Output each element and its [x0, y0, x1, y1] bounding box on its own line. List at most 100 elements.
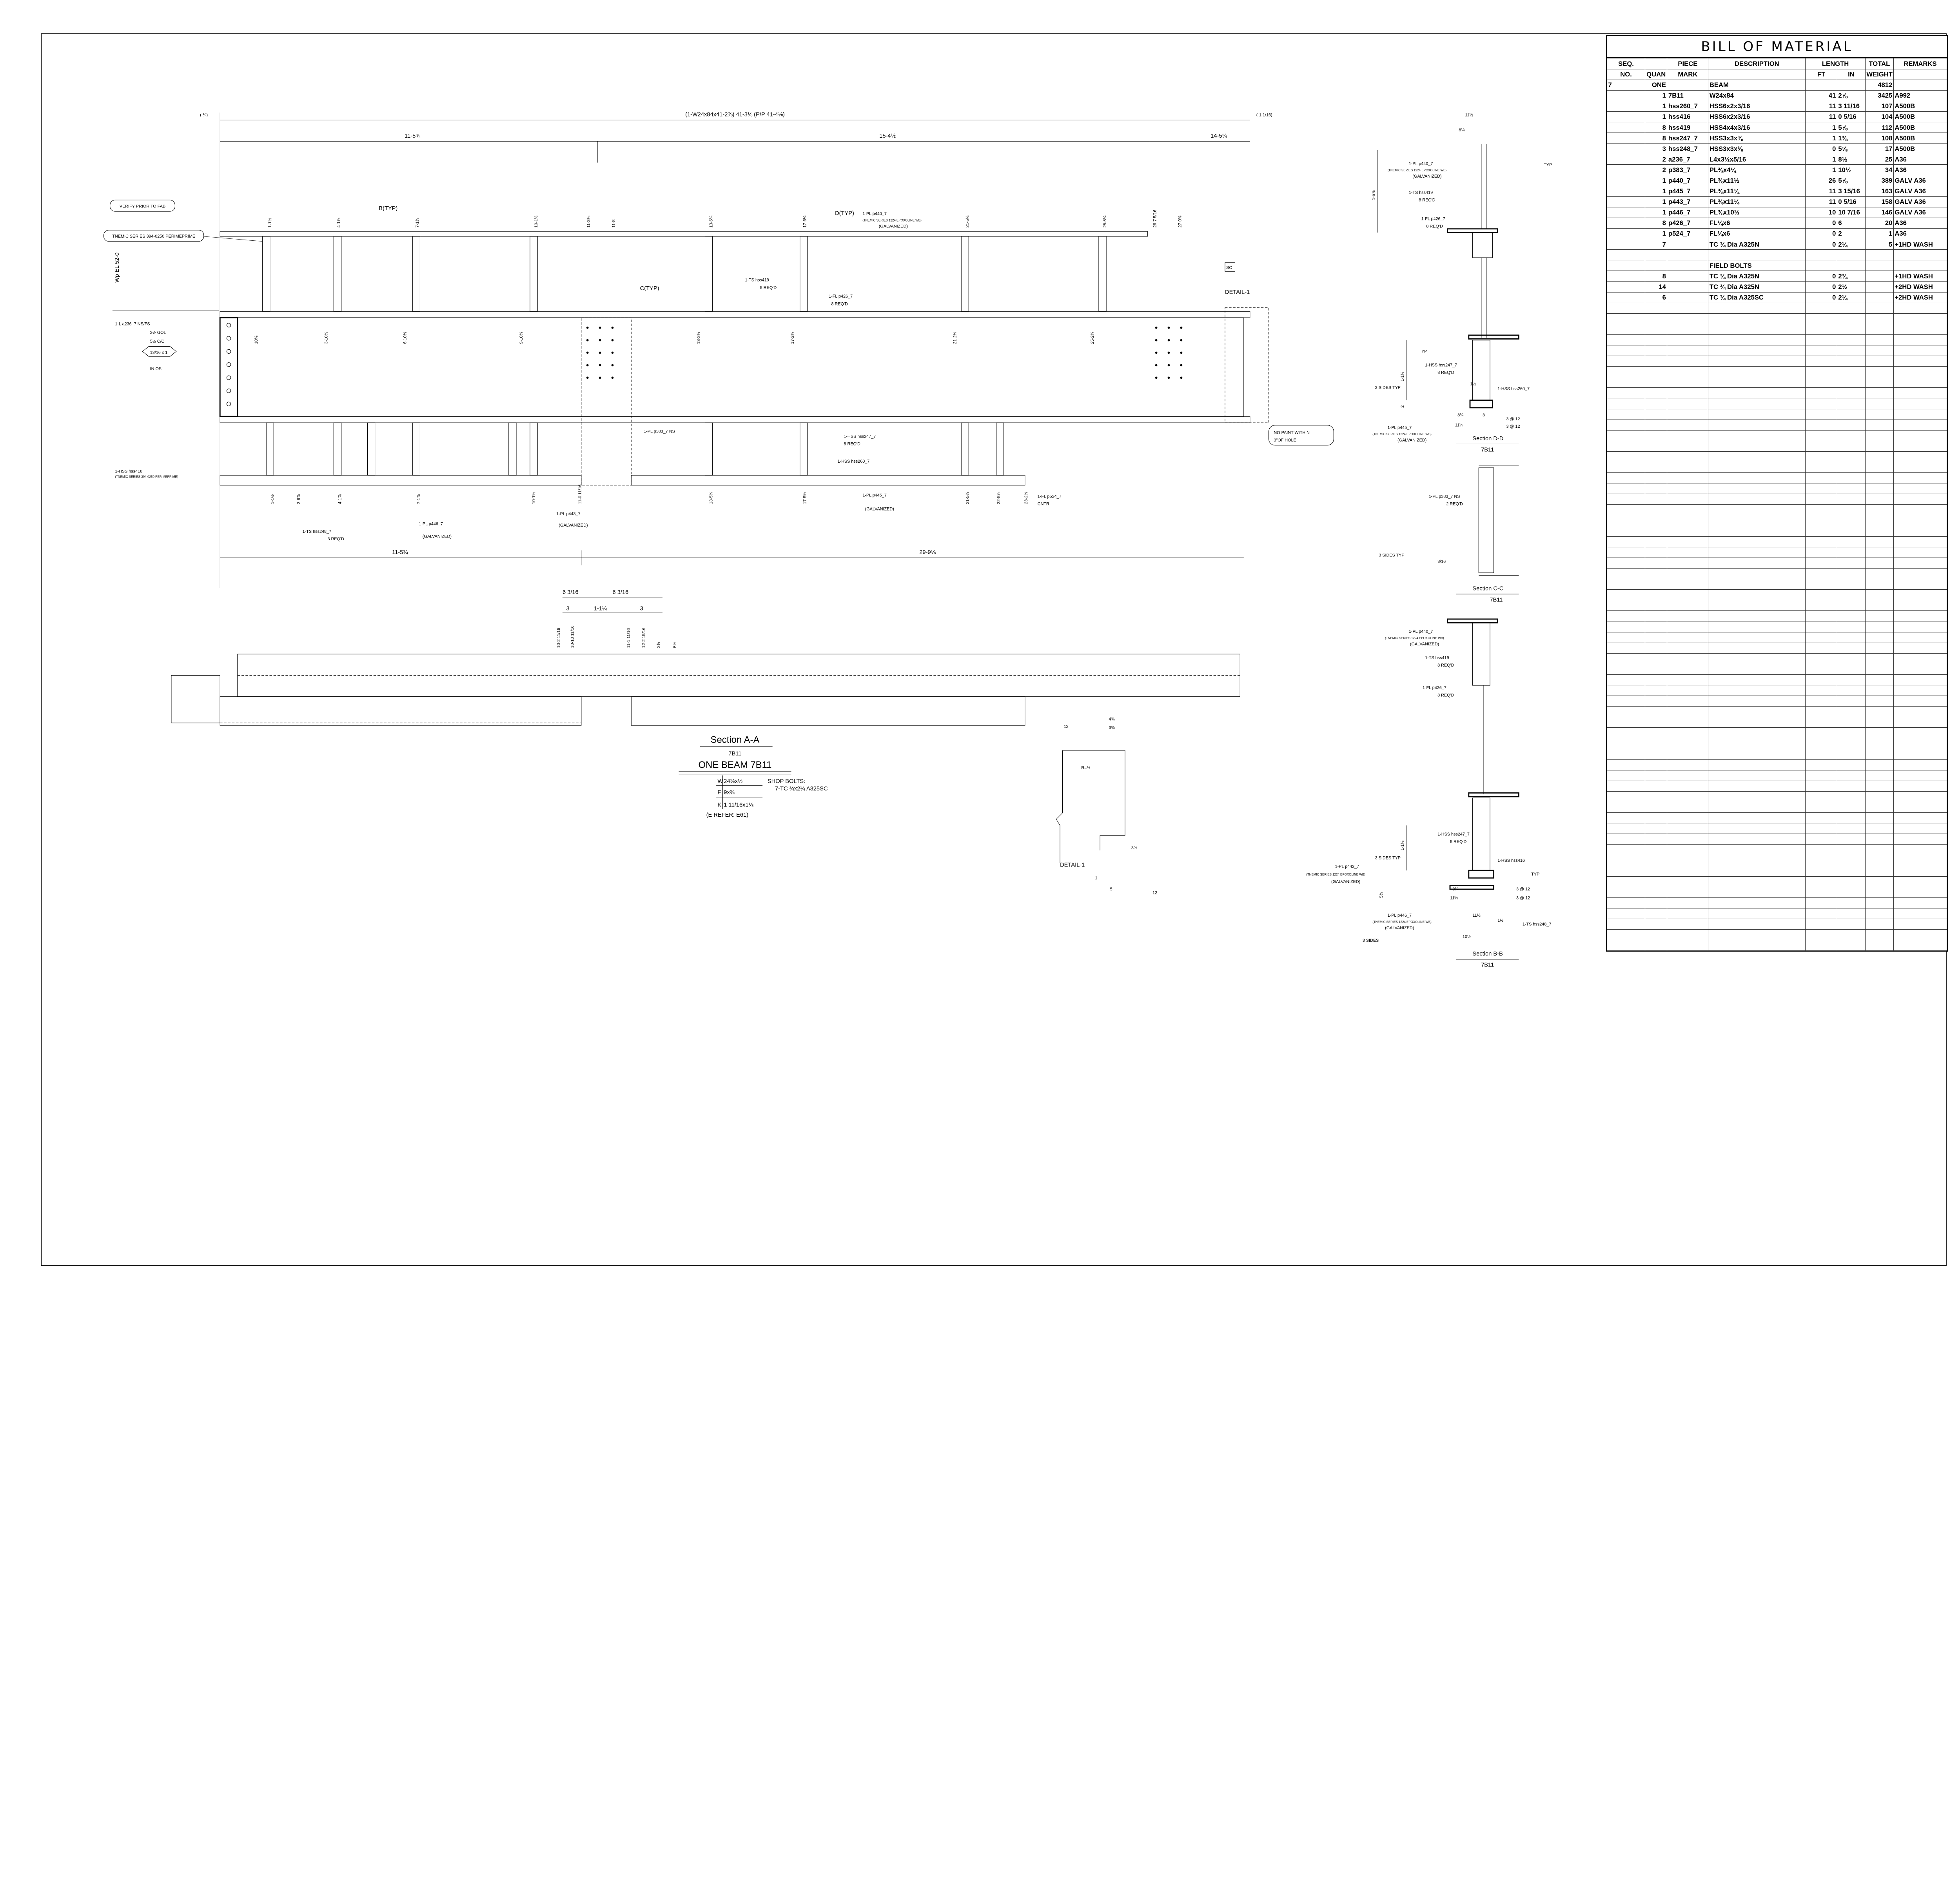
- position-mark: 22-8⅞: [996, 492, 1001, 504]
- pl383-label: 1-PL p383_7 NS: [644, 429, 675, 434]
- bom-cell: [1865, 865, 1894, 877]
- bom-cell: [1708, 557, 1806, 569]
- bom-cell: [1645, 632, 1668, 643]
- bom-cell: [1893, 334, 1947, 345]
- dd-ts419: 1-TS hss419: [1409, 190, 1433, 195]
- bom-cell: TC ¾ Dia A325N: [1708, 271, 1806, 282]
- bom-cell: [1708, 440, 1806, 452]
- dim-a-label: 11-5¾: [405, 133, 421, 139]
- bom-cell: 14: [1645, 281, 1668, 292]
- position-mark: 25-5¼: [1103, 215, 1107, 228]
- bom-cell: [1606, 143, 1646, 154]
- bom-cell: [1893, 504, 1947, 516]
- bom-cell: [1708, 366, 1806, 378]
- position-mark: 21-2¼: [953, 332, 957, 344]
- bom-cell: 11: [1805, 111, 1837, 123]
- bom-cell: [1865, 515, 1894, 526]
- ts419-req: 8 REQ'D: [760, 285, 777, 290]
- bom-cell: [1667, 377, 1709, 388]
- bom-cell: 1: [1645, 196, 1668, 207]
- bom-cell: [1606, 674, 1646, 685]
- bom-cell: [1708, 685, 1806, 696]
- bom-cell: [1837, 356, 1866, 367]
- bom-cell: [1865, 717, 1894, 728]
- position-mark: 17-5¼: [803, 492, 808, 504]
- bom-cell: 2: [1645, 154, 1668, 165]
- bom-cell: [1645, 440, 1668, 452]
- bom-cell: [1865, 919, 1894, 930]
- bolt-hole: [226, 349, 231, 354]
- bom-cell: [1645, 483, 1668, 494]
- bom-cell: 10½: [1837, 164, 1866, 176]
- bom-cell: [1805, 632, 1837, 643]
- bom-cell: [1837, 472, 1866, 484]
- bom-cell: 11: [1805, 100, 1837, 112]
- bom-cell: [1837, 568, 1866, 579]
- bom-cell: [1606, 855, 1646, 866]
- bom-cell: [1645, 780, 1668, 792]
- bom-cell: 1: [1805, 133, 1837, 144]
- bom-cell: [1865, 876, 1894, 887]
- bom-cell: [1606, 748, 1646, 760]
- dim-bottom-b-label: 29-9⅛: [919, 549, 936, 556]
- bom-cell: [1805, 929, 1837, 941]
- bom-cell: 104: [1865, 111, 1894, 123]
- bolt-hole: [1167, 339, 1170, 342]
- bom-cell: [1667, 366, 1709, 378]
- bom-cell: [1805, 801, 1837, 813]
- bom-cell: hss260_7: [1667, 100, 1709, 112]
- left-offset-label: (-¼): [200, 113, 208, 118]
- bom-cell: [1805, 823, 1837, 834]
- bom-cell: [1606, 196, 1646, 207]
- bom-cell: [1667, 759, 1709, 770]
- bb-fl-req: 8 REQ'D: [1437, 693, 1454, 698]
- position-mark: 7-1⅞: [416, 494, 421, 504]
- bom-cell: [1805, 536, 1837, 547]
- bom-cell: [1708, 727, 1806, 739]
- bolt-hole: [586, 376, 589, 379]
- bom-cell: [1708, 908, 1806, 919]
- bom-cell: 11: [1805, 196, 1837, 207]
- bom-cell: [1837, 685, 1866, 696]
- bom-cell: [1667, 780, 1709, 792]
- bom-cell: [1805, 621, 1837, 632]
- bom-cell: 1: [1645, 90, 1668, 101]
- bom-cell: [1865, 472, 1894, 484]
- bolt-hole: [1167, 326, 1170, 329]
- bom-empty-row: [1606, 727, 1947, 739]
- bom-empty-row: [1606, 653, 1947, 664]
- bom-cell: [1667, 536, 1709, 547]
- bom-cell: [1805, 451, 1837, 463]
- bom-cell: [1645, 908, 1668, 919]
- bom-cell: [1606, 175, 1646, 186]
- bom-cell: [1805, 345, 1837, 356]
- bom-cell: [1893, 642, 1947, 654]
- bom-cell: [1805, 642, 1837, 654]
- bom-cell: [1645, 642, 1668, 654]
- bom-cell: [1667, 281, 1709, 292]
- detail-radius: R=½: [1081, 766, 1090, 770]
- bom-cell: 0: [1805, 143, 1837, 154]
- bom-cell: 10: [1805, 207, 1837, 218]
- hss-post: [530, 422, 538, 476]
- bom-cell: [1865, 547, 1894, 558]
- dd-paint: (TNEMIC SERIES 1224 EPOXOLINE WB): [1388, 169, 1447, 172]
- bom-cell: [1837, 929, 1866, 941]
- bom-cell: [1667, 717, 1709, 728]
- bom-empty-row: [1606, 377, 1947, 388]
- bom-cell: [1667, 738, 1709, 749]
- bom-cell: [1708, 589, 1806, 601]
- bom-cell: [1837, 897, 1866, 908]
- bom-cell: [1708, 940, 1806, 951]
- bom-empty-row: [1606, 313, 1947, 324]
- bom-cell: [1645, 727, 1668, 739]
- angle-note-1: 1-L a236_7 NS/FS: [115, 322, 150, 326]
- bom-cell: [1645, 579, 1668, 590]
- bom-cell: [1708, 663, 1806, 675]
- bom-cell: [1667, 940, 1709, 951]
- detail-dim-5: 1: [1095, 876, 1097, 880]
- bom-cell: [1805, 430, 1837, 441]
